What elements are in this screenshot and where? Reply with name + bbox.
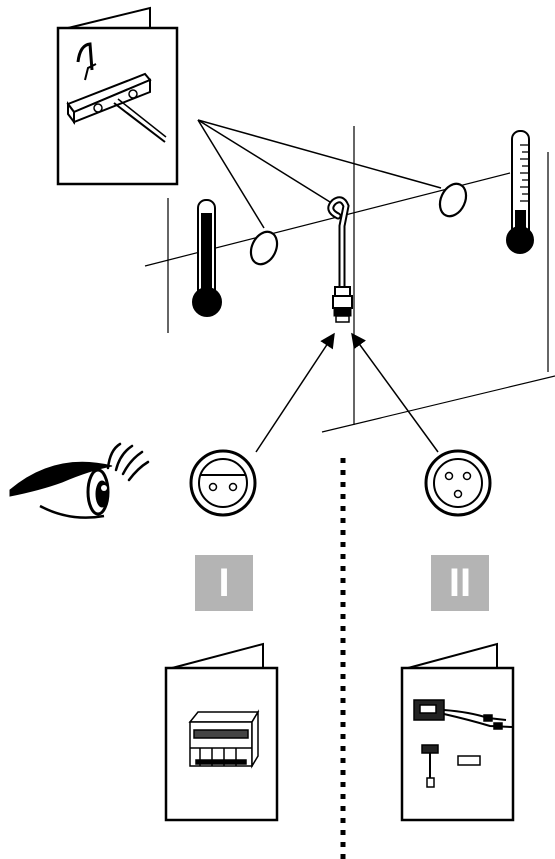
thermometer-icon bbox=[506, 130, 534, 254]
three-pin-socket-icon bbox=[424, 449, 492, 517]
option-ii-badge: II bbox=[431, 555, 489, 611]
thermometer-icon bbox=[192, 199, 222, 317]
option-i-badge: I bbox=[195, 555, 253, 611]
temperature-probe-icon bbox=[327, 196, 353, 323]
din-rail-module-icon bbox=[188, 709, 260, 769]
sensor-kit-icon bbox=[413, 699, 513, 788]
eye-icon bbox=[9, 442, 150, 519]
connection-arrows bbox=[255, 332, 439, 453]
probe-manual-icon bbox=[56, 6, 179, 186]
mounting-hole bbox=[249, 182, 468, 266]
two-pin-socket-icon bbox=[189, 449, 257, 517]
pointer-lines bbox=[197, 119, 442, 229]
sensor-kit-manual-icon bbox=[400, 642, 515, 822]
